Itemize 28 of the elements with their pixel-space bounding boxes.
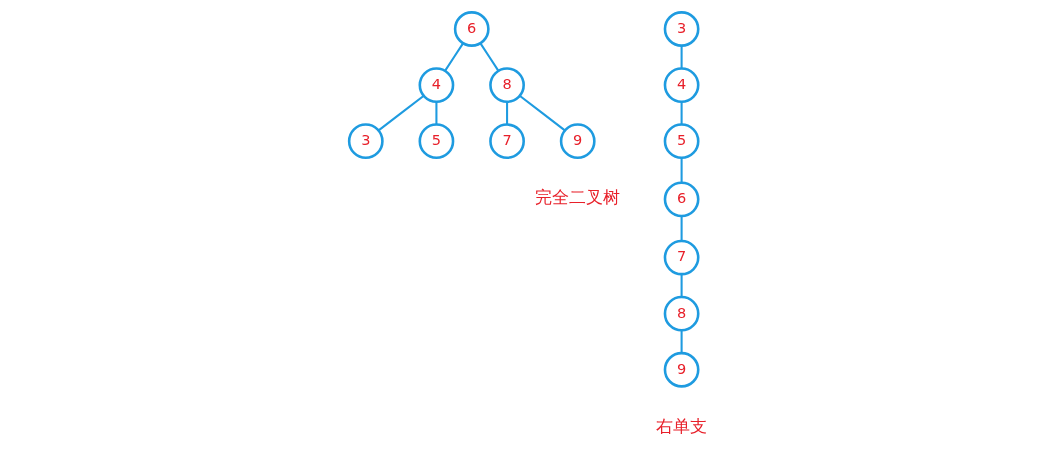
node-circle: 9 [559,123,596,160]
node-circle: 5 [418,123,455,160]
connector [519,95,566,132]
node-circle: 5 [663,123,700,160]
connector [680,157,683,183]
label: 完全二叉树 [535,188,621,208]
connector [680,216,683,241]
node-circle: 6 [663,181,700,218]
connector [435,101,438,125]
node-circle: 8 [489,67,525,103]
node-circle: 7 [663,239,700,276]
connector [680,101,683,125]
node-circle: 4 [418,67,455,103]
connector [680,330,683,353]
connector [506,101,509,125]
connector [680,274,683,297]
connector [378,95,425,132]
node-circle: 9 [663,351,700,388]
node-circle: 4 [663,67,700,103]
connector [680,45,683,69]
label: 右单支 [656,416,708,436]
node-circle: 8 [663,295,700,332]
node-circle: 3 [347,123,384,160]
node-circle: 7 [489,123,525,160]
connector [479,42,500,72]
connector [444,42,464,72]
node-circle: 3 [663,11,700,47]
node-circle: 6 [453,11,490,47]
